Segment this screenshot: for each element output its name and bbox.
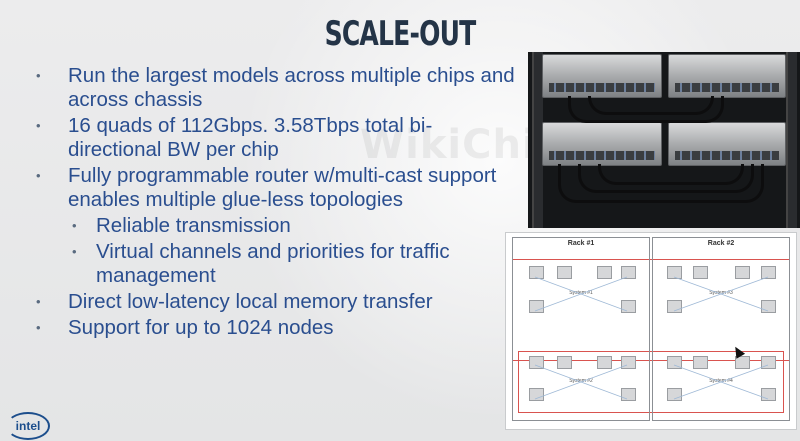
chip-node [693, 356, 708, 369]
chip-node [761, 356, 776, 369]
chip-node [735, 356, 750, 369]
chip-node [529, 388, 544, 401]
chip-node [557, 266, 572, 279]
port-row [675, 83, 779, 92]
cable [588, 96, 714, 115]
bullet-dot-icon: • [72, 218, 77, 233]
bullet-text: Fully programmable router w/multi-cast s… [68, 164, 497, 211]
cable [578, 164, 754, 193]
rack-pole [786, 52, 797, 228]
bullet-dot-icon: • [36, 320, 41, 335]
bullet-item: • Fully programmable router w/multi-cast … [36, 164, 516, 212]
sub-bullet-item: • Virtual channels and priorities for tra… [36, 240, 516, 288]
chip-node [557, 356, 572, 369]
bullet-item: • 16 quads of 112Gbps. 3.58Tbps total bi-… [36, 114, 516, 162]
slide-title: SCALE-OUT [324, 14, 477, 54]
bullet-item: • Support for up to 1024 nodes [36, 316, 516, 340]
interconnect-link [518, 351, 784, 413]
system-label: System #4 [709, 378, 733, 384]
chip-node [597, 356, 612, 369]
bullet-dot-icon: • [36, 294, 41, 309]
bullet-text: Support for up to 1024 nodes [68, 316, 334, 339]
chip-node [597, 266, 612, 279]
port-row [675, 151, 779, 160]
bullet-item: • Run the largest models across multiple … [36, 64, 516, 112]
bullet-dot-icon: • [36, 118, 41, 133]
chassis-unit [542, 54, 662, 98]
bullet-dot-icon: • [36, 168, 41, 183]
rack-box: Rack #1 System #1 System #2 [512, 237, 650, 421]
bullet-text: Run the largest models across multiple c… [68, 64, 515, 111]
chip-node [693, 266, 708, 279]
bullet-item: • Direct low-latency local memory transfe… [36, 290, 516, 314]
bullet-text: Direct low-latency local memory transfer [68, 290, 433, 313]
chip-node [735, 266, 750, 279]
chassis-unit [668, 54, 786, 98]
bullet-dot-icon: • [36, 68, 41, 83]
bullet-text: 16 quads of 112Gbps. 3.58Tbps total bi-d… [68, 114, 433, 161]
system-label: System #3 [709, 290, 733, 296]
chassis-photo [528, 52, 800, 228]
rack-label: Rack #2 [707, 240, 735, 247]
chassis-unit [542, 122, 662, 166]
system-label: System #2 [569, 378, 593, 384]
diagram-links [534, 276, 769, 400]
chip-node [529, 300, 544, 313]
chip-node [761, 266, 776, 279]
chip-node [667, 266, 682, 279]
bullet-list: • Run the largest models across multiple … [36, 64, 516, 342]
cable [558, 164, 764, 203]
chip-node [667, 356, 682, 369]
chip-node [621, 266, 636, 279]
topology-diagram: Rack #1 System #1 System #2 Rack #2 Syst… [505, 232, 797, 430]
rack-pole [532, 52, 543, 228]
bullet-text: Reliable transmission [96, 214, 291, 237]
cable [568, 96, 724, 123]
bullet-text: Virtual channels and priorities for traf… [96, 240, 450, 287]
bullet-dot-icon: • [72, 244, 77, 259]
system-label: System #1 [569, 290, 593, 296]
rack-label: Rack #1 [567, 240, 595, 247]
chassis-unit [668, 122, 786, 166]
chip-node [529, 356, 544, 369]
chip-node [529, 266, 544, 279]
port-row [549, 83, 655, 92]
sub-bullet-item: • Reliable transmission [36, 214, 516, 238]
port-row [549, 151, 655, 160]
intel-logo: intel [6, 412, 50, 440]
cable [598, 164, 744, 185]
